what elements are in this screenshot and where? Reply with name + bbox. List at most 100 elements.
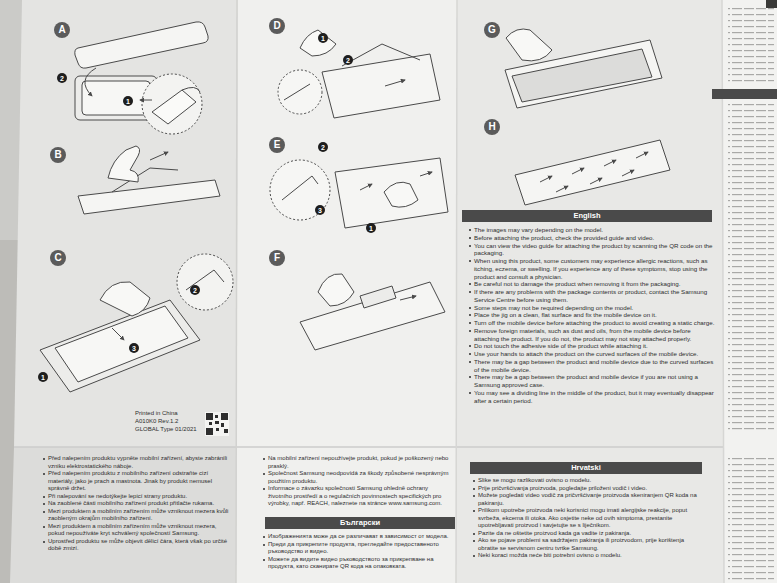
note-text: Remove foreign materials, such as dust a…	[474, 327, 691, 342]
node-text: Hrvatski	[571, 464, 601, 472]
note-text: Možete pogledati video vodič za pričvršć…	[478, 492, 697, 506]
bullet-item: Při nalepování se nedotýkejte lepicí str…	[42, 493, 232, 501]
note-text: Можете да видите видео ръководството за …	[268, 556, 434, 570]
bullet-dot	[469, 361, 471, 363]
bullet-item: Společnost Samsung neodpovídá za škody z…	[262, 470, 452, 485]
node-text: C	[54, 253, 61, 263]
note-text: Na zaoblené části mobilního zařízení pro…	[48, 500, 214, 506]
text-lines	[728, 455, 774, 580]
fold-line	[14, 446, 724, 448]
paper-panel	[236, 0, 457, 583]
bullet-item: When using this product, some customers …	[468, 257, 716, 280]
node-text: B	[54, 150, 61, 160]
bullet-dot	[469, 229, 471, 231]
bullet-dot	[263, 473, 265, 475]
bullet-dot	[469, 330, 471, 332]
note-text: Při nalepování se nedotýkejte lepicí str…	[48, 493, 187, 499]
bullet-dot	[263, 488, 265, 490]
node-text: Български	[340, 519, 380, 527]
language-heading: Български	[265, 517, 455, 529]
text-column: Изображенията може да се различават в за…	[262, 533, 452, 571]
note-text: Mezi produktem a mobilním zařízením může…	[48, 523, 216, 537]
note-text: Na mobilní zařízení nepoužívejte produkt…	[268, 455, 448, 469]
bullet-item: Remove foreign materials, such as dust a…	[468, 327, 716, 343]
bullet-item: Na zaoblené části mobilního zařízení pro…	[42, 500, 232, 508]
paper-panel	[456, 0, 724, 583]
bullet-dot	[469, 322, 471, 324]
bullet-dot	[473, 555, 475, 557]
note-text: Neki koraci možda neće biti potrebni ovi…	[478, 552, 622, 558]
node-text: A	[58, 25, 65, 35]
bullet-item: Před nalepením produktu vypněte mobilní …	[42, 455, 232, 470]
bullet-item: There may be a gap between the product a…	[468, 373, 716, 389]
print-line: Printed in China	[135, 410, 203, 418]
bullet-dot	[473, 533, 475, 535]
callout-number: 1	[318, 33, 328, 43]
language-heading: English	[462, 210, 712, 222]
callout-number: 2	[318, 142, 328, 152]
bullet-dot	[43, 526, 45, 528]
note-text: Изображенията може да се различават в за…	[268, 533, 448, 539]
step-letter: G	[484, 22, 500, 38]
bullet-dot	[473, 495, 475, 497]
bullet-dot	[473, 540, 475, 542]
bullet-item: Informace o závazku společnosti Samsung …	[262, 485, 452, 508]
print-info: Printed in China	[135, 410, 178, 416]
note-text: Uprostřed produktu se může objevit dělic…	[48, 538, 227, 552]
fold-line	[722, 0, 724, 583]
note-text: Ako se pojave problemi sa sadržajem paki…	[478, 537, 684, 551]
bullet-item: Преди да прикрепите продукта, прегледайт…	[262, 541, 452, 556]
node-text: 1	[126, 98, 130, 105]
bullet-dot	[43, 473, 45, 475]
text-column: The images may vary depending on the mod…	[468, 226, 716, 404]
node-text: 2	[321, 144, 325, 151]
text-column: Slike se mogu razlikovati ovisno o model…	[472, 477, 702, 560]
bullet-dot	[263, 559, 265, 561]
bullet-dot	[469, 353, 471, 355]
print-info: A010K0 Rev.1.2	[135, 418, 178, 424]
paper-panel	[722, 0, 777, 583]
node-text: G	[488, 25, 496, 35]
bullet-dot	[469, 237, 471, 239]
bullet-item: Before attaching the product, check the …	[468, 234, 716, 242]
step-letter: A	[54, 22, 70, 38]
callout-number: 2	[57, 73, 67, 83]
bullet-dot	[469, 392, 471, 394]
note-text: When using this product, some customers …	[474, 257, 708, 280]
bullet-item: Можете да видите видео ръководството за …	[262, 556, 452, 571]
bullet-item: The images may vary depending on the mod…	[468, 226, 716, 234]
node-text: 3	[132, 345, 136, 352]
bullet-item: Place the jig on a clean, flat surface a…	[468, 311, 716, 319]
bullet-item: Možete pogledati video vodič za pričvršć…	[472, 492, 702, 507]
fold-line	[456, 0, 457, 583]
note-text: Use your hands to attach the product on …	[474, 350, 698, 357]
note-text: If there are any problems with the packa…	[474, 288, 707, 303]
step-letter: F	[269, 250, 285, 266]
node-text: 1	[369, 225, 373, 232]
node-text: English	[573, 212, 600, 220]
bullet-dot	[473, 480, 475, 482]
bullet-item: Uprostřed produktu se může objevit dělic…	[42, 538, 232, 553]
note-text: Before attaching the product, check the …	[474, 234, 654, 241]
bullet-item: Some steps may not be required depending…	[468, 304, 716, 312]
note-text: You can view the video guide for attachi…	[474, 242, 713, 257]
step-h-drawing	[515, 140, 670, 205]
bullet-item: Pazite da ne oštetite proizvod kada ga v…	[472, 530, 702, 538]
print-info: GLOBAL Type 01/2021	[135, 426, 197, 432]
step-letter: H	[484, 119, 500, 135]
callout-number: 3	[315, 205, 325, 215]
fold-line	[236, 0, 237, 583]
step-g-drawing	[505, 29, 662, 108]
bullet-dot	[473, 488, 475, 490]
callout-number: 1	[123, 96, 133, 106]
bullet-item: Изображенията може да се различават в за…	[262, 533, 452, 541]
callout-number: 1	[366, 223, 376, 233]
bullet-item: Prije pričvršćivanja proizvoda, pogledaj…	[472, 485, 702, 493]
text-column: Printed in ChinaA010K0 Rev.1.2GLOBAL Typ…	[135, 410, 203, 433]
note-text: Společnost Samsung neodpovídá za škody z…	[268, 470, 448, 484]
bullet-dot	[43, 541, 45, 543]
bullet-dot	[473, 510, 475, 512]
node-text: 1	[321, 35, 325, 42]
